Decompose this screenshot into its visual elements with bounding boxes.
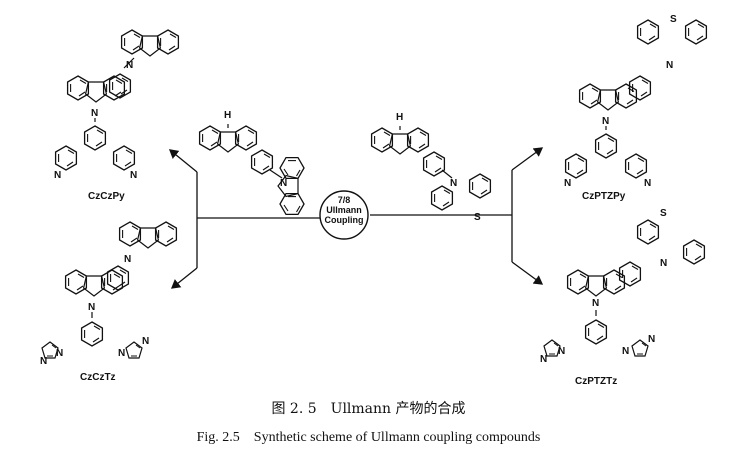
svg-text:N: N xyxy=(124,254,131,265)
condition-type: Coupling xyxy=(324,215,364,225)
reaction-condition: 7/8 Ullmann Coupling xyxy=(318,195,370,225)
svg-text:N: N xyxy=(644,178,651,189)
svg-text:N: N xyxy=(54,170,61,181)
label-czcztz: CzCzTz xyxy=(80,372,116,383)
svg-text:S: S xyxy=(670,14,677,25)
product-czcztz: N N N N N N xyxy=(40,222,176,367)
svg-text:S: S xyxy=(660,208,667,219)
svg-text:N: N xyxy=(622,346,629,357)
svg-text:N: N xyxy=(130,170,137,181)
svg-text:N: N xyxy=(142,336,149,347)
svg-text:S: S xyxy=(474,212,481,223)
svg-text:H: H xyxy=(224,110,231,121)
svg-text:N: N xyxy=(91,108,98,119)
reaction-condition-circle xyxy=(319,190,369,240)
svg-text:N: N xyxy=(450,178,457,189)
svg-text:N: N xyxy=(660,258,667,269)
svg-text:N: N xyxy=(88,302,95,313)
svg-text:H: H xyxy=(396,112,403,123)
condition-name: Ullmann xyxy=(326,205,362,215)
svg-text:N: N xyxy=(56,348,63,359)
product-czczpy: N N N N xyxy=(54,30,178,181)
reagent-czcz: H N xyxy=(200,110,304,214)
svg-text:N: N xyxy=(666,60,673,71)
reagent-czptz: H N S xyxy=(372,112,492,223)
svg-text:N: N xyxy=(280,178,287,189)
product-czptztz: S N N N N N N xyxy=(540,208,706,365)
svg-text:N: N xyxy=(564,178,571,189)
label-czptztz: CzPTZTz xyxy=(575,376,618,387)
figure-caption-english: Fig. 2.5 Synthetic scheme of Ullmann cou… xyxy=(196,430,541,445)
label-czptzpy: CzPTZPy xyxy=(582,191,626,202)
svg-text:N: N xyxy=(540,354,547,365)
svg-text:N: N xyxy=(648,334,655,345)
condition-ratio: 7/8 xyxy=(337,195,351,205)
svg-text:N: N xyxy=(118,348,125,359)
label-czczpy: CzCzPy xyxy=(88,191,125,202)
svg-text:N: N xyxy=(602,116,609,127)
svg-text:N: N xyxy=(592,298,599,309)
reaction-arrows xyxy=(168,147,544,289)
svg-text:N: N xyxy=(126,60,133,71)
product-czptzpy: S N N N N xyxy=(564,14,708,189)
svg-text:N: N xyxy=(558,346,565,357)
figure-caption-chinese: 图 2. 5 Ullmann 产物的合成 xyxy=(271,401,466,417)
svg-text:N: N xyxy=(40,356,47,367)
